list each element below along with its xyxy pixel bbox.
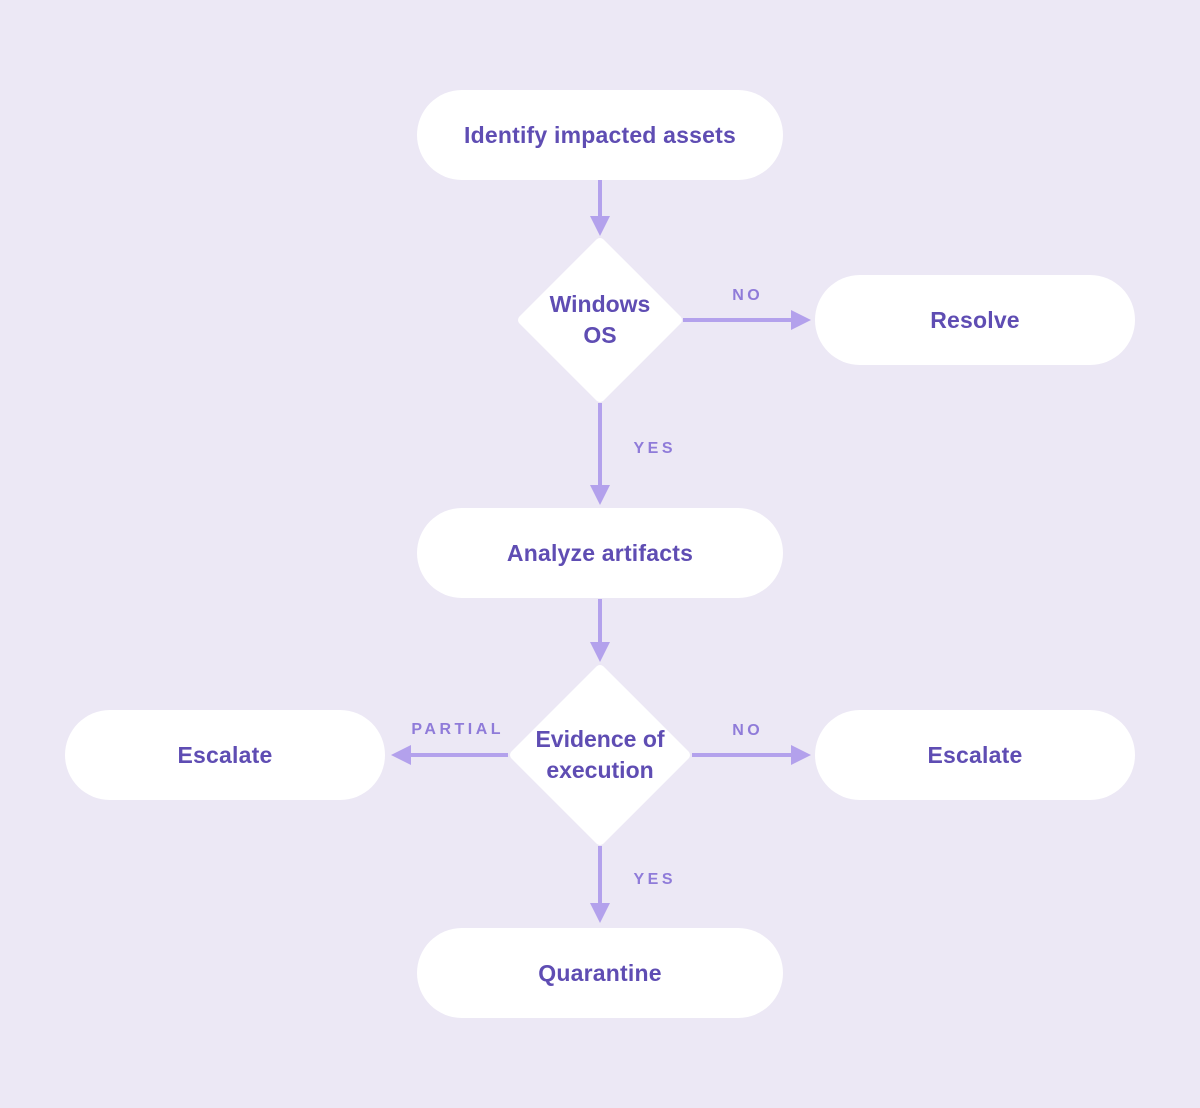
decision-evidence-shape bbox=[510, 665, 690, 845]
node-label: Analyze artifacts bbox=[506, 539, 694, 566]
edge-label-no: NO bbox=[732, 287, 764, 304]
node-label: Escalate bbox=[177, 741, 273, 768]
edge-label-yes: YES bbox=[633, 440, 676, 457]
node-label: Resolve bbox=[930, 306, 1020, 333]
edge-label-partial: PARTIAL bbox=[411, 721, 505, 738]
node-label: Quarantine bbox=[538, 959, 662, 986]
node-resolve: Resolve bbox=[815, 275, 1135, 365]
node-identify-impacted-assets: Identify impacted assets bbox=[417, 90, 783, 180]
node-escalate-right: Escalate bbox=[815, 710, 1135, 800]
decision-evidence-label: Evidence of execution bbox=[535, 725, 665, 783]
edge-label-no: NO bbox=[732, 722, 764, 739]
node-label: Escalate bbox=[927, 741, 1023, 768]
decision-windows-os-label: Windows OS bbox=[549, 290, 651, 348]
decision-windows-os-shape bbox=[518, 238, 682, 402]
node-analyze-artifacts: Analyze artifacts bbox=[417, 508, 783, 598]
node-quarantine: Quarantine bbox=[417, 928, 783, 1018]
edge-label-yes: YES bbox=[633, 871, 676, 888]
node-label: Identify impacted assets bbox=[464, 121, 736, 148]
node-escalate-left: Escalate bbox=[65, 710, 385, 800]
